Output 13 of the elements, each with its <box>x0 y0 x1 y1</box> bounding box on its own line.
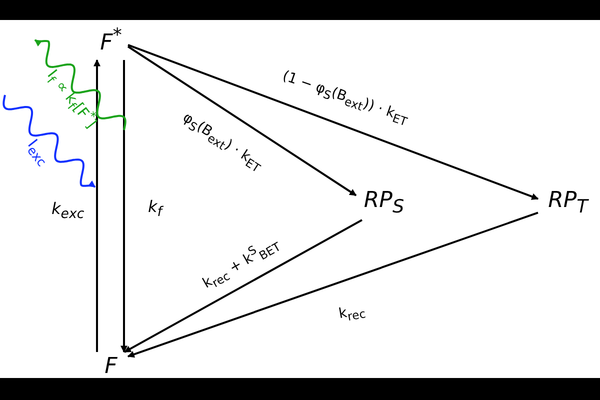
state-label: F$^{*}$ <box>94 20 128 60</box>
edge-label: k$_{f}$ <box>148 196 162 220</box>
state-label: F <box>94 352 128 380</box>
arrow <box>127 46 357 196</box>
arrow <box>94 59 100 352</box>
arrow <box>128 44 539 200</box>
state-label: RP$_{S}$ <box>356 186 412 220</box>
arrow <box>124 219 362 353</box>
state-label: RP$_{T}$ <box>538 186 598 220</box>
arrow <box>127 212 538 358</box>
edge-label: k$_{exc}$ <box>52 198 84 222</box>
arrow <box>120 60 128 353</box>
edge-label: k$_{rec}$ <box>338 304 367 324</box>
